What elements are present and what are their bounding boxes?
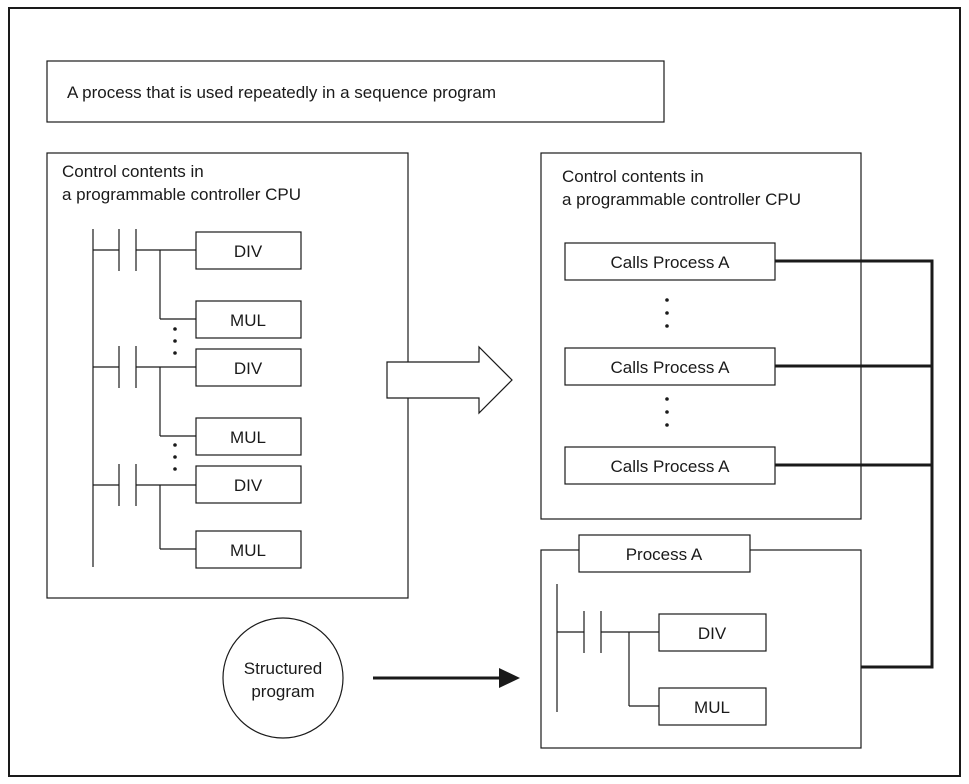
left-div-box-2: [195, 348, 302, 387]
left-div-box-1: [195, 231, 302, 270]
banner-box: [46, 60, 665, 123]
outer-frame: [8, 7, 961, 777]
banner-text: A process that is used repeatedly in a s…: [67, 83, 496, 102]
call-box-1: [564, 242, 776, 281]
left-instruction-5: DIV: [234, 476, 263, 495]
right-panel-title-line2: a programmable controller CPU: [562, 190, 801, 209]
left-rung-2: [93, 346, 196, 437]
left-instruction-3: DIV: [234, 359, 263, 378]
left-instruction-6: MUL: [230, 541, 266, 560]
left-mul-box-3: [195, 530, 302, 569]
left-ellipsis-2: [173, 443, 177, 471]
call-box-2: [564, 347, 776, 386]
right-ellipsis-1: [665, 298, 669, 328]
structured-program-arrowhead: [499, 668, 520, 688]
call-label-2: Calls Process A: [610, 358, 730, 377]
left-instruction-2: MUL: [230, 311, 266, 330]
right-panel: Control contents in a programmable contr…: [540, 152, 862, 520]
left-panel-title-line1: Control contents in: [62, 162, 204, 181]
left-instruction-1: DIV: [234, 242, 263, 261]
structured-program-circle: [222, 617, 344, 739]
left-div-box-3: [195, 465, 302, 504]
structured-program-line1: Structured: [244, 659, 322, 678]
process-instruction-1: DIV: [698, 624, 727, 643]
left-ellipsis-1: [173, 327, 177, 355]
right-panel-title-line1: Control contents in: [562, 167, 704, 186]
process-instruction-2: MUL: [694, 698, 730, 717]
process-div-box: [658, 613, 767, 652]
left-instruction-4: MUL: [230, 428, 266, 447]
left-panel-title-line2: a programmable controller CPU: [62, 185, 301, 204]
call-label-1: Calls Process A: [610, 253, 730, 272]
process-mul-box: [658, 687, 767, 726]
process-a-title: Process A: [626, 545, 703, 564]
left-mul-box-1: [195, 300, 302, 339]
structured-program-line2: program: [251, 682, 314, 701]
right-ellipsis-2: [665, 397, 669, 427]
left-panel: Control contents in a programmable contr…: [46, 152, 409, 599]
left-rung-1: [93, 229, 196, 320]
left-mul-box-2: [195, 417, 302, 456]
process-a-title-box: [578, 534, 751, 573]
call-label-3: Calls Process A: [610, 457, 730, 476]
process-a-panel: Process A DIV MUL: [540, 534, 862, 749]
structured-program-node: Structured program: [222, 617, 344, 739]
process-rung: [557, 611, 659, 707]
transform-arrow: [386, 345, 513, 415]
call-box-3: [564, 446, 776, 485]
left-rung-3: [93, 464, 196, 550]
